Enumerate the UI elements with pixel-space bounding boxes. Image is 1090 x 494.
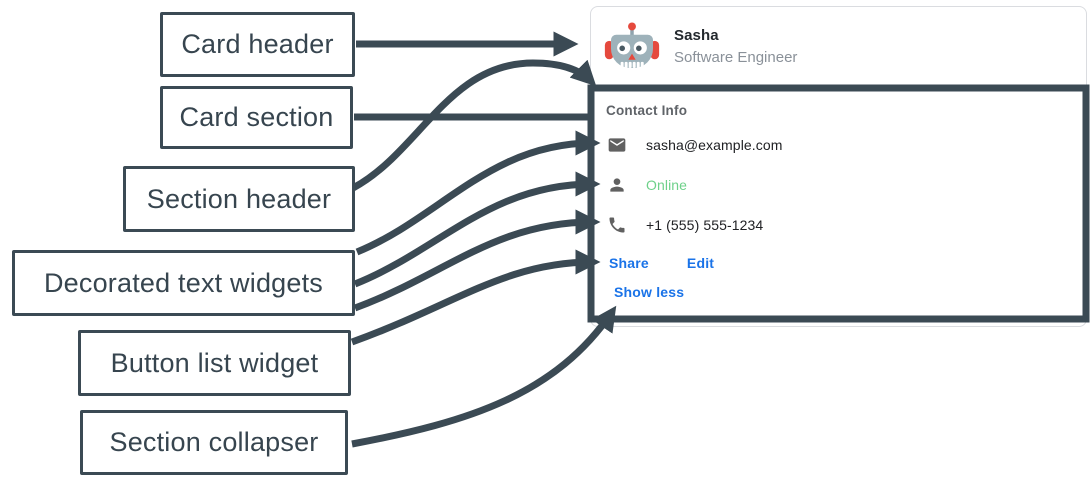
arrow-decorated-text-3 xyxy=(353,209,601,312)
button-list-widget: Share Edit xyxy=(609,255,714,271)
decorated-text-widget-email: sasha@example.com xyxy=(607,133,783,157)
annotation-label-card-section: Card section xyxy=(160,86,353,149)
arrow-section-collapser xyxy=(351,305,617,448)
phone-text: +1 (555) 555-1234 xyxy=(646,217,764,233)
section-header-title: Contact Info xyxy=(606,103,688,118)
arrow-decorated-text-2 xyxy=(353,171,601,288)
edit-button[interactable]: Edit xyxy=(686,255,715,271)
contact-card: Sasha Software Engineer Contact Info sas… xyxy=(590,6,1087,327)
share-button[interactable]: Share xyxy=(609,255,649,271)
robot-avatar-icon xyxy=(604,19,660,75)
annotation-label-section-header: Section header xyxy=(123,166,355,232)
card-subtitle: Software Engineer xyxy=(674,49,798,66)
section-collapser-button[interactable]: Show less xyxy=(614,284,685,300)
status-text: Online xyxy=(646,177,688,193)
card-header: Sasha Software Engineer xyxy=(591,7,1086,86)
decorated-text-widget-phone: +1 (555) 555-1234 xyxy=(607,213,763,237)
annotation-label-card-header: Card header xyxy=(160,12,355,77)
arrow-decorated-text-1 xyxy=(355,130,601,256)
card-header-text: Sasha Software Engineer xyxy=(674,27,797,66)
arrow-button-list xyxy=(350,249,601,346)
person-icon xyxy=(607,175,627,195)
annotation-label-button-list-widget: Button list widget xyxy=(78,330,351,396)
card-title: Sasha xyxy=(674,27,719,44)
email-text: sasha@example.com xyxy=(646,137,783,153)
annotation-label-section-collapser: Section collapser xyxy=(80,410,348,475)
decorated-text-widget-status: Online xyxy=(607,173,687,197)
arrow-section-header xyxy=(351,59,597,192)
email-icon xyxy=(607,135,627,155)
phone-icon xyxy=(607,215,627,235)
annotation-label-decorated-text-widgets: Decorated text widgets xyxy=(12,250,355,316)
